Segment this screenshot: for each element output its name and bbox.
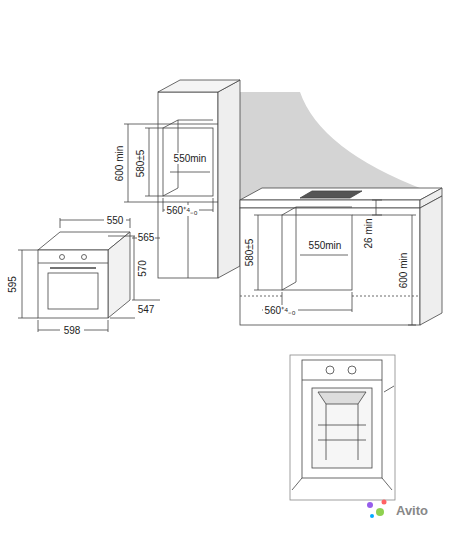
dimension-label: 560⁺⁴₋₀ (263, 305, 296, 316)
dimension-label: 560⁺⁴₋₀ (165, 205, 198, 216)
dimension-label: 565 (137, 232, 156, 243)
dimension-label: 550min (308, 240, 343, 251)
dimension-label: 600 min (114, 144, 125, 182)
dimension-label: 598 (63, 325, 82, 336)
dimension-label: 550min (173, 153, 208, 164)
dimension-label: 600 min (398, 251, 409, 289)
dimension-label: 595 (7, 275, 18, 294)
dimension-label: 547 (137, 304, 156, 315)
watermark: Avito (395, 505, 429, 516)
dimension-label: 26 min (362, 217, 373, 249)
dimension-label: 580±5 (244, 237, 255, 267)
dimension-label: 550 (106, 215, 125, 226)
dimension-label: 580±5 (135, 148, 146, 178)
dimension-label: 570 (137, 259, 148, 278)
